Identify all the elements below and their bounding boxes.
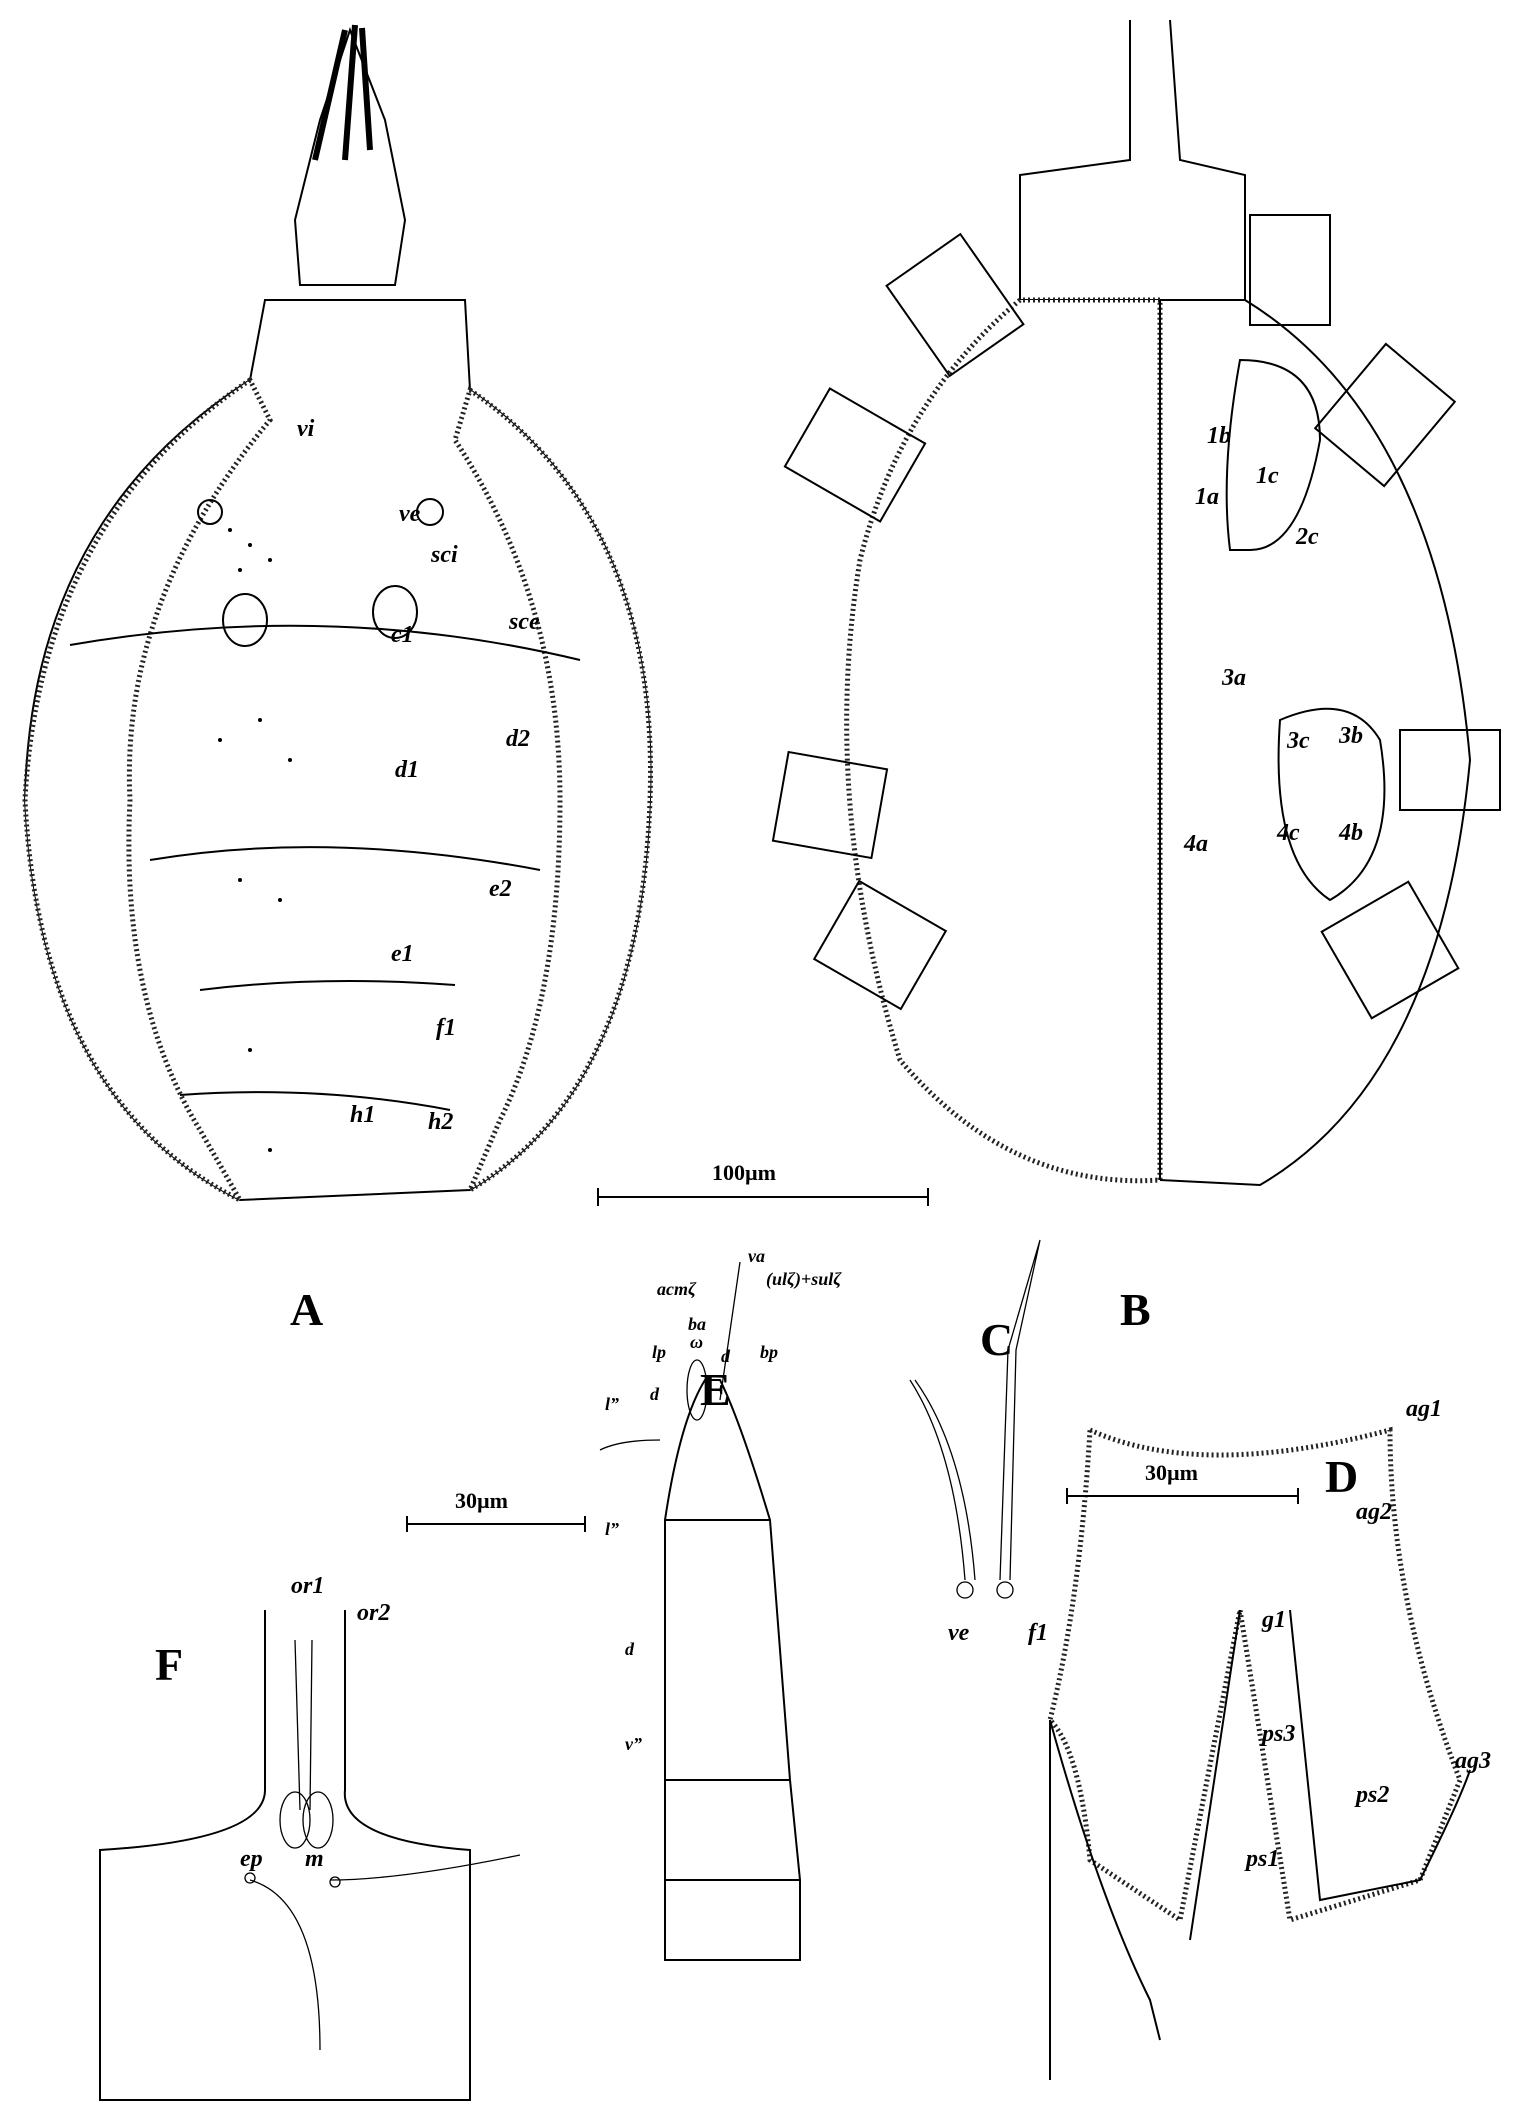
seta-label-4b: 4b — [1338, 820, 1363, 846]
seta-label-g1: g1 — [1261, 1607, 1286, 1633]
seta-label-f1: f1 — [436, 1015, 456, 1041]
scale-bar-30um-ef: 30µm — [406, 1488, 586, 1532]
seta-label-d-genu: d — [625, 1639, 635, 1659]
scale-bar-30um-d: 30µm — [1145, 1460, 1198, 1485]
scale-bar-100um: 100µm — [597, 1160, 929, 1206]
seta-label-ba: ba — [688, 1314, 706, 1334]
seta-label-d-tip: d — [721, 1346, 731, 1366]
seta-label-ps1: ps1 — [1244, 1846, 1279, 1872]
seta-label-or1: or1 — [291, 1573, 324, 1599]
seta-label-acm: acmζ — [657, 1279, 697, 1299]
seta-label-c1: c1 — [391, 622, 414, 648]
seta-label-h2: h2 — [428, 1109, 453, 1135]
seta-label-h1: h1 — [350, 1102, 375, 1128]
seta-label-ag1: ag1 — [1406, 1396, 1442, 1422]
seta-label-m: m — [305, 1846, 324, 1872]
seta-label-sce: sce — [508, 609, 540, 635]
seta-label-omega: ω — [690, 1332, 703, 1352]
seta-label-d1: d1 — [395, 757, 419, 783]
gnathosoma-a — [293, 27, 407, 286]
seta-label-3a: 3a — [1221, 665, 1246, 691]
panel-label-d: D — [1325, 1451, 1358, 1502]
panel-a-dorsal-view: vi ve sci sce c1 d1 d2 e1 e2 f1 h1 h2 A — [22, 24, 653, 1335]
panel-label-a: A — [290, 1284, 323, 1335]
seta-label-4a: 4a — [1183, 831, 1208, 857]
seta-label-ul-sul: (ulζ)+sulζ — [766, 1269, 842, 1290]
svg-text:100µm: 100µm — [712, 1160, 776, 1185]
seta-label-or2: or2 — [357, 1600, 390, 1626]
panel-c-setae-detail: ve f1 C — [909, 1239, 1048, 1646]
panel-label-b: B — [1120, 1284, 1151, 1335]
svg-text:30µm: 30µm — [455, 1488, 508, 1513]
seta-label-3b: 3b — [1338, 723, 1363, 749]
panel-d-anogenital-region: 30µm ag1 ag2 ag3 g1 ps1 ps2 ps3 D — [1047, 1396, 1491, 2080]
gnathosoma-b — [1019, 19, 1246, 301]
panel-label-c: C — [980, 1314, 1013, 1365]
seta-label-ps3: ps3 — [1260, 1721, 1295, 1747]
panel-b-ventral-view: 1b 1c 1a 2c 3a 3b 3c 4a 4b 4c B — [771, 19, 1501, 1335]
seta-label-1a: 1a — [1195, 484, 1219, 510]
seta-label-vi: vi — [297, 416, 315, 442]
seta-label-1c: 1c — [1256, 463, 1279, 489]
seta-label-ag3: ag3 — [1455, 1748, 1491, 1774]
seta-label-lp: lp — [652, 1342, 666, 1362]
seta-label-4c: 4c — [1276, 820, 1300, 846]
seta-label-ve-c: ve — [948, 1620, 970, 1646]
seta-label-l-tarsus: l” — [605, 1394, 619, 1414]
seta-label-ep: ep — [240, 1846, 263, 1872]
panel-e-palp: va (ulζ)+sulζ acmζ ba ω lp d bp d l” l” … — [599, 1246, 842, 1961]
seta-label-3c: 3c — [1286, 728, 1310, 754]
seta-label-d-tarsus: d — [650, 1384, 660, 1404]
panel-label-f: F — [155, 1639, 183, 1690]
seta-label-bp: bp — [760, 1342, 778, 1362]
seta-label-sci: sci — [430, 542, 458, 568]
seta-label-d2: d2 — [506, 726, 530, 752]
panel-label-e: E — [700, 1364, 731, 1415]
seta-label-e1: e1 — [391, 941, 414, 967]
seta-label-l-tibia: l” — [605, 1519, 619, 1539]
seta-label-e2: e2 — [489, 876, 512, 902]
seta-label-ps2: ps2 — [1354, 1782, 1389, 1808]
panel-f-gnathosoma: or1 or2 ep m F — [99, 1573, 521, 2101]
seta-label-1b: 1b — [1207, 423, 1231, 449]
seta-label-v-femur: v” — [625, 1734, 642, 1754]
seta-label-f1-c: f1 — [1028, 1620, 1048, 1646]
seta-label-va: va — [748, 1246, 765, 1266]
seta-label-ag2: ag2 — [1356, 1499, 1392, 1525]
seta-label-2c: 2c — [1295, 524, 1319, 550]
seta-label-ve: ve — [399, 501, 421, 527]
